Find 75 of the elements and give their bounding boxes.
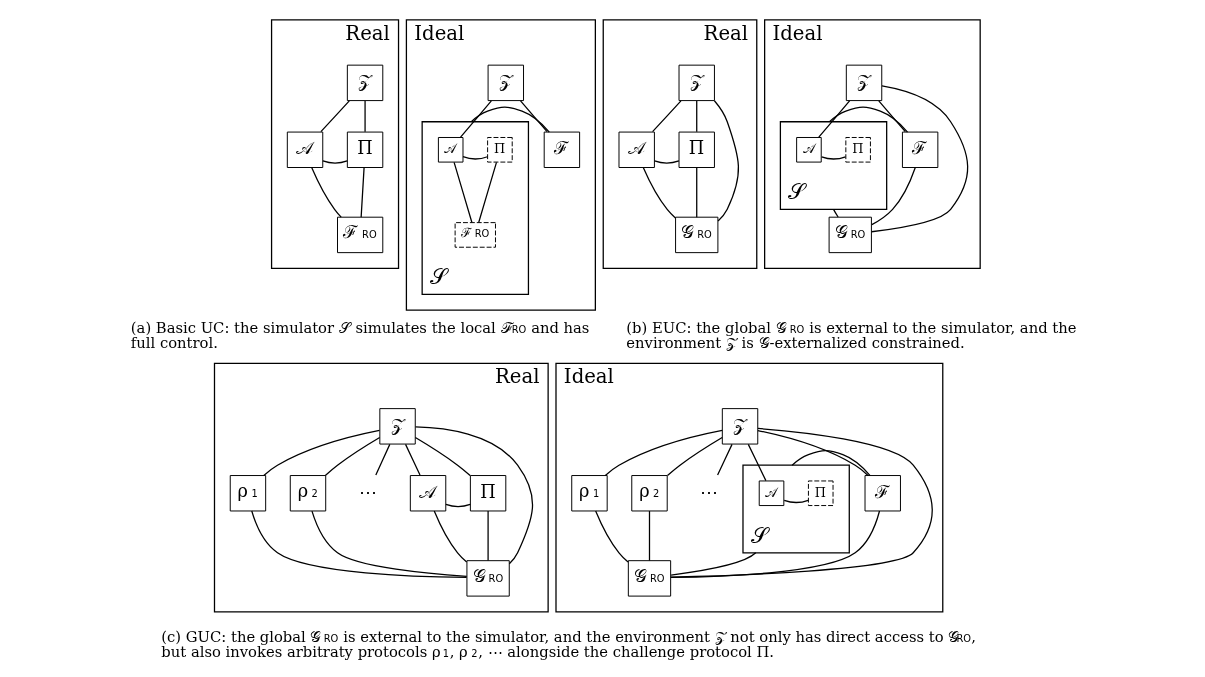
node-text: ⋯ bbox=[700, 481, 719, 502]
connector bbox=[818, 100, 851, 138]
node-box: 𝒜 bbox=[796, 137, 822, 163]
connector bbox=[878, 100, 906, 133]
node-box: 𝒜 bbox=[286, 131, 324, 168]
node-box: 𝒜 bbox=[437, 137, 464, 163]
connector bbox=[404, 443, 421, 476]
node-box: 𝒵 bbox=[346, 64, 384, 102]
node-box: 𝒵 bbox=[487, 64, 524, 102]
connector bbox=[414, 426, 534, 565]
connector bbox=[828, 106, 909, 133]
connector bbox=[320, 100, 350, 133]
connector bbox=[453, 161, 473, 224]
connector bbox=[871, 167, 916, 226]
connector bbox=[651, 100, 682, 133]
node-box: 𝒢RO bbox=[466, 560, 510, 597]
connector bbox=[414, 436, 471, 477]
connector bbox=[459, 100, 492, 138]
connector bbox=[670, 427, 933, 578]
connector bbox=[832, 208, 839, 218]
node-box: 𝒵 bbox=[379, 408, 416, 445]
connector bbox=[642, 167, 677, 219]
connector bbox=[433, 510, 468, 563]
label: (a) Basic UC: the simulator 𝒮 simulates the local ℱRO and has full control. bbox=[130, 318, 590, 351]
node-box: 𝒵 bbox=[845, 64, 883, 102]
label: (b) EUC: the global 𝒢RO is external to the simulator, and the environment 𝒵 is 𝒢-externalized constrained. bbox=[626, 318, 1077, 351]
node-box: ℱ bbox=[864, 475, 901, 512]
connector bbox=[604, 429, 723, 477]
node-box: 𝒜 bbox=[409, 475, 447, 512]
connector bbox=[360, 166, 365, 218]
connector bbox=[470, 106, 550, 133]
connector bbox=[666, 436, 723, 477]
connector bbox=[791, 450, 871, 477]
connector bbox=[364, 100, 366, 133]
node-box: ℱRO bbox=[454, 222, 496, 248]
connector bbox=[311, 510, 468, 577]
node-box: 𝒜 bbox=[758, 480, 785, 507]
connector bbox=[311, 166, 342, 218]
connector bbox=[595, 510, 629, 563]
node-box: Π bbox=[807, 480, 834, 507]
connector bbox=[713, 100, 740, 222]
connector bbox=[478, 161, 498, 224]
connector bbox=[670, 510, 881, 579]
node-box: 𝒵 bbox=[678, 64, 715, 102]
connector bbox=[324, 436, 381, 477]
connector bbox=[648, 510, 651, 562]
node-box: ℱ bbox=[543, 131, 581, 168]
connector bbox=[696, 100, 698, 133]
connector bbox=[716, 443, 733, 476]
connector bbox=[653, 160, 680, 164]
connector bbox=[870, 85, 969, 233]
connector bbox=[696, 166, 698, 218]
connector bbox=[251, 510, 468, 579]
connector bbox=[375, 443, 391, 476]
connector bbox=[487, 510, 489, 562]
connector bbox=[820, 156, 847, 160]
connector bbox=[263, 429, 381, 477]
node-box: ℱ bbox=[901, 131, 939, 168]
node-text: ⋯ bbox=[358, 481, 377, 502]
connector bbox=[747, 443, 767, 482]
connector bbox=[783, 499, 809, 504]
node-box: Π bbox=[469, 475, 507, 512]
node-box: Π bbox=[346, 131, 384, 168]
connector bbox=[322, 160, 348, 164]
node-box: Π bbox=[678, 131, 715, 168]
connector bbox=[670, 552, 757, 576]
node-box: Π bbox=[487, 137, 513, 163]
node-box: Π bbox=[845, 137, 871, 163]
connector bbox=[757, 429, 869, 477]
node-box: 𝒵 bbox=[721, 408, 759, 445]
connector bbox=[462, 156, 489, 160]
connector bbox=[445, 503, 471, 508]
node-box: 𝒢RO bbox=[828, 216, 872, 254]
node-box: 𝒜 bbox=[618, 131, 655, 168]
connector bbox=[519, 100, 548, 133]
